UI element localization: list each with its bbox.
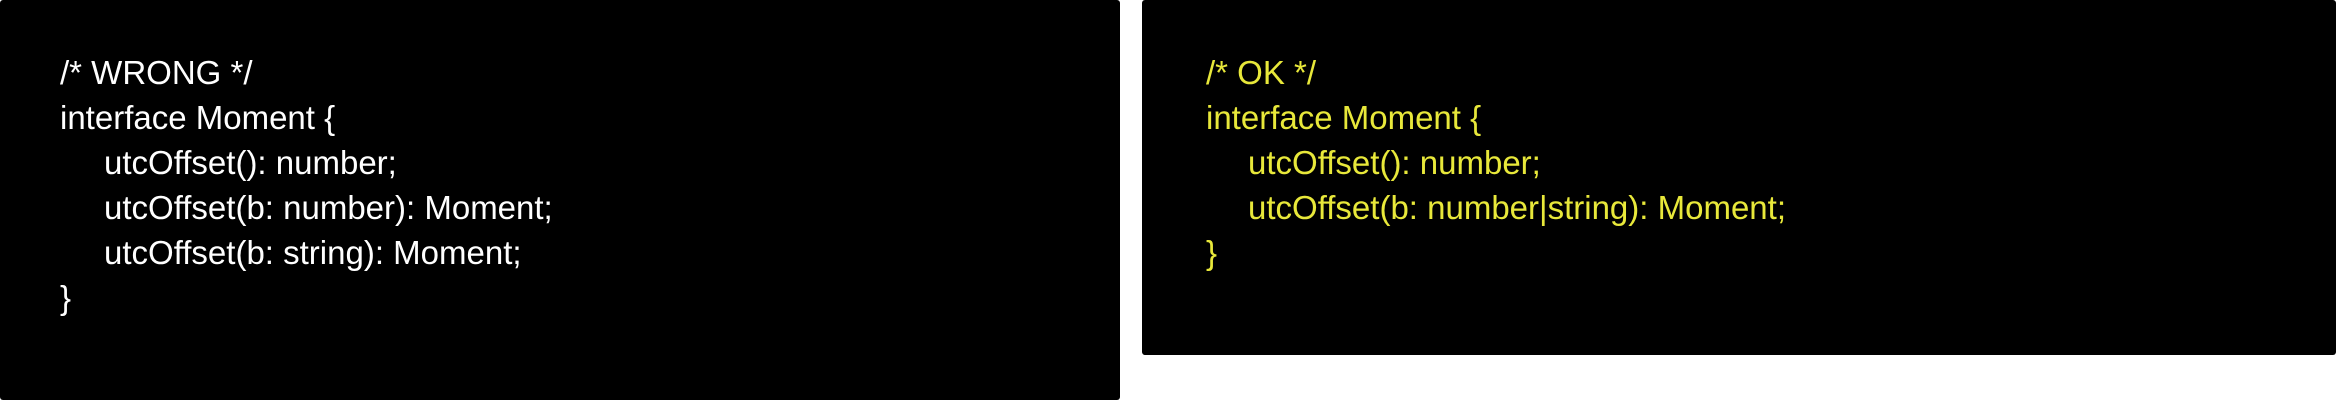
code-closing-brace: } [60,279,72,316]
code-closing-brace: } [1206,234,1218,271]
code-interface-declaration: interface Moment { [1206,99,1482,136]
code-interface-declaration: interface Moment { [60,99,336,136]
code-comment-ok: /* OK */ [1206,54,1317,91]
code-method-signature: utcOffset(b: string): Moment; [104,234,522,271]
code-comment-wrong: /* WRONG */ [60,54,253,91]
code-method-signature: utcOffset(): number; [1248,144,1541,181]
code-method-signature: utcOffset(b: number): Moment; [104,189,553,226]
ok-code-panel: /* OK */ interface Moment { utcOffset():… [1142,0,2336,355]
code-method-signature: utcOffset(b: number|string): Moment; [1248,189,1786,226]
wrong-code-panel: /* WRONG */ interface Moment { utcOffset… [0,0,1120,400]
code-method-signature: utcOffset(): number; [104,144,397,181]
